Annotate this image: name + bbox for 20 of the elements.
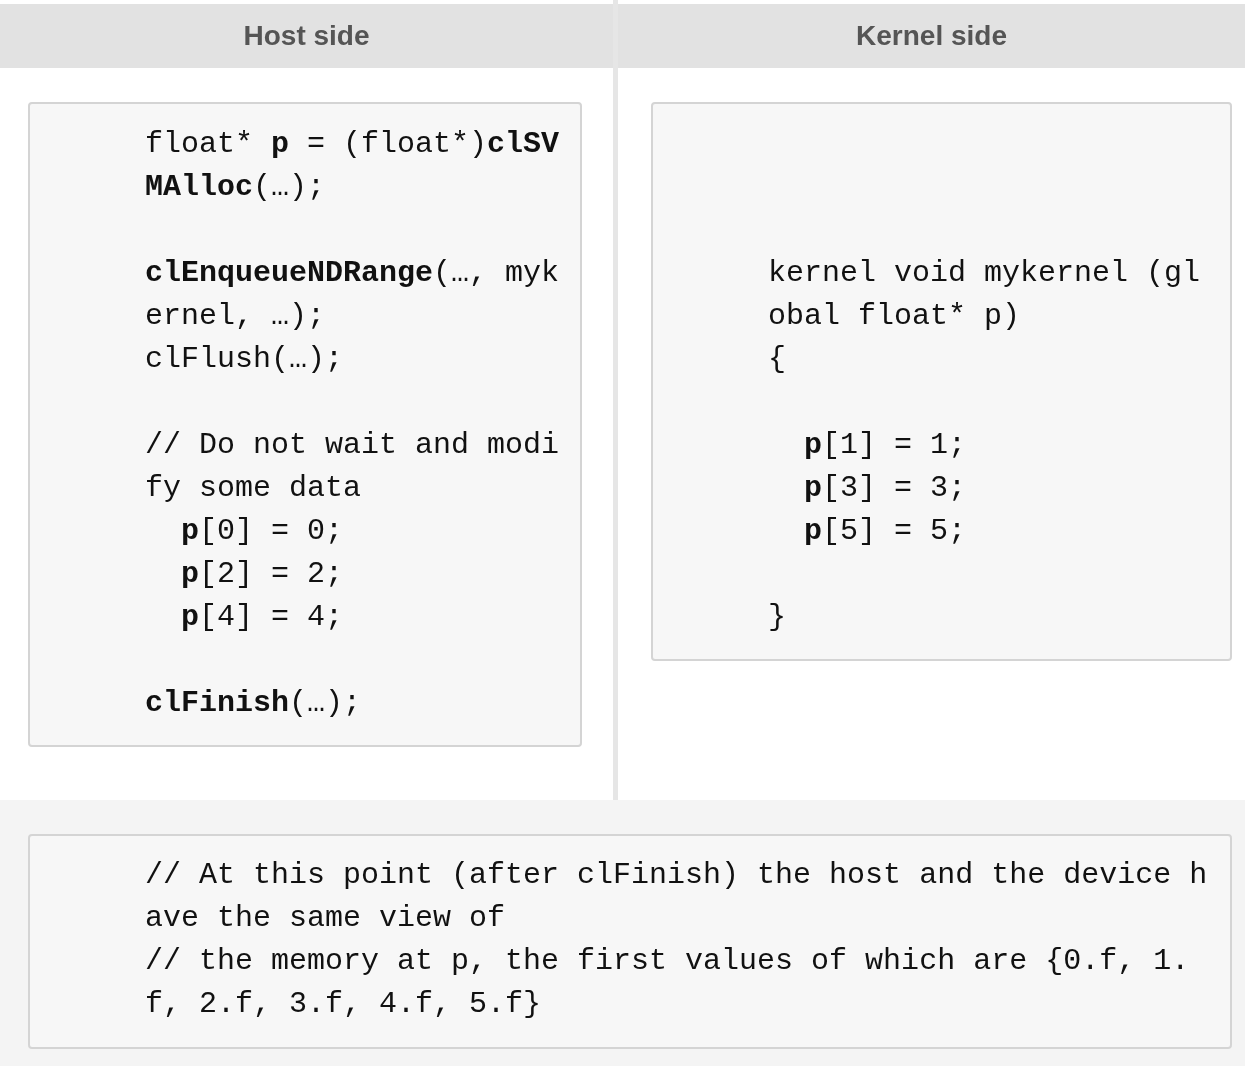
code-line: float* p = (float*)clSVMAlloc(…); [145, 126, 561, 206]
code-line: // the memory at p, the first values of which are {0.f, 1.f, 2.f, 3.f, 4.f, 5.f} [145, 943, 1191, 1023]
code-line: } [768, 599, 787, 636]
code-line: p[2] = 2; [180, 556, 345, 593]
code-line: p[4] = 4; [180, 599, 345, 636]
code-line: p[1] = 1; [803, 427, 968, 464]
code-line: // At this point (after clFinish) the host and the device have the same view of [145, 857, 1209, 937]
code-line: p[3] = 3; [803, 470, 968, 507]
code-line: { [768, 341, 787, 378]
code-line: clFinish(…); [145, 685, 363, 722]
code-block [28, 102, 582, 747]
code-line: p[5] = 5; [803, 513, 968, 550]
code-block [651, 102, 1232, 661]
code-line: kernel void mykernel (global float* p) [768, 255, 1202, 335]
column-header: Kernel side [618, 4, 1245, 68]
code-line: p[0] = 0; [180, 513, 345, 550]
code-line: clFlush(…); [145, 341, 345, 378]
code-line: clEnqueueNDRange(…, mykernel, …); [145, 255, 561, 335]
code-block [28, 834, 1232, 1049]
column-header: Host side [0, 4, 613, 68]
